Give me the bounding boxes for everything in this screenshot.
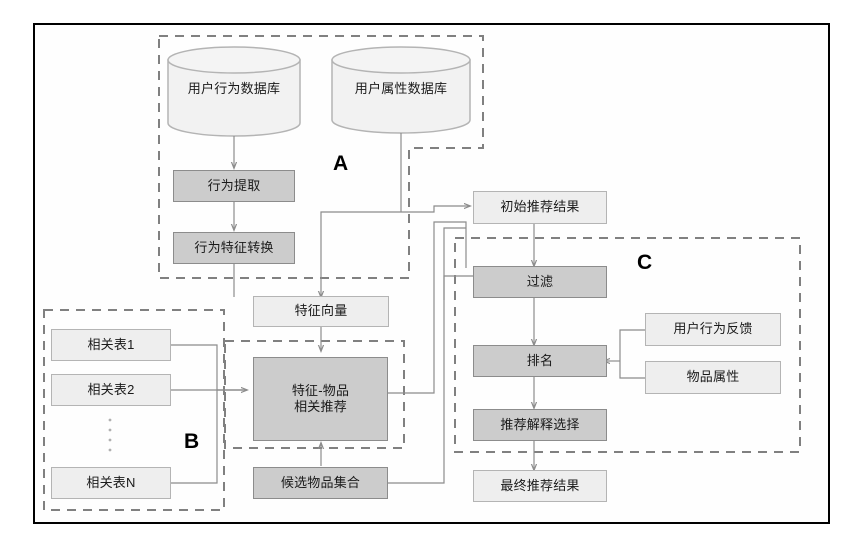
initial-recommendation-result[interactable]: 初始推荐结果 [473, 191, 607, 224]
user-behavior-database-label: 用户行为数据库 [187, 81, 281, 96]
user-behavior-feedback[interactable]: 用户行为反馈 [645, 313, 781, 346]
item-attribute[interactable]: 物品属性 [645, 361, 781, 394]
related-table-n[interactable]: 相关表N [51, 467, 171, 499]
final-recommendation-result[interactable]: 最终推荐结果 [473, 470, 607, 502]
group-label-b: B [184, 430, 200, 453]
filter[interactable]: 过滤 [473, 266, 607, 298]
candidate-item-set[interactable]: 候选物品集合 [253, 467, 388, 499]
group-label-a: A [333, 152, 349, 175]
related-table-2[interactable]: 相关表2 [51, 374, 171, 406]
ranking[interactable]: 排名 [473, 345, 607, 377]
feature-item-related-recommendation[interactable]: 特征-物品 相关推荐 [253, 357, 388, 441]
recommendation-explanation-selection[interactable]: 推荐解释选择 [473, 409, 607, 441]
behavior-extraction[interactable]: 行为提取 [173, 170, 295, 202]
diagram-outer-frame [33, 23, 830, 524]
group-label-c: C [637, 251, 653, 274]
user-attribute-database-label: 用户属性数据库 [354, 81, 448, 96]
feature-vector[interactable]: 特征向量 [253, 296, 389, 327]
related-table-1[interactable]: 相关表1 [51, 329, 171, 361]
behavior-feature-transform[interactable]: 行为特征转换 [173, 232, 295, 264]
